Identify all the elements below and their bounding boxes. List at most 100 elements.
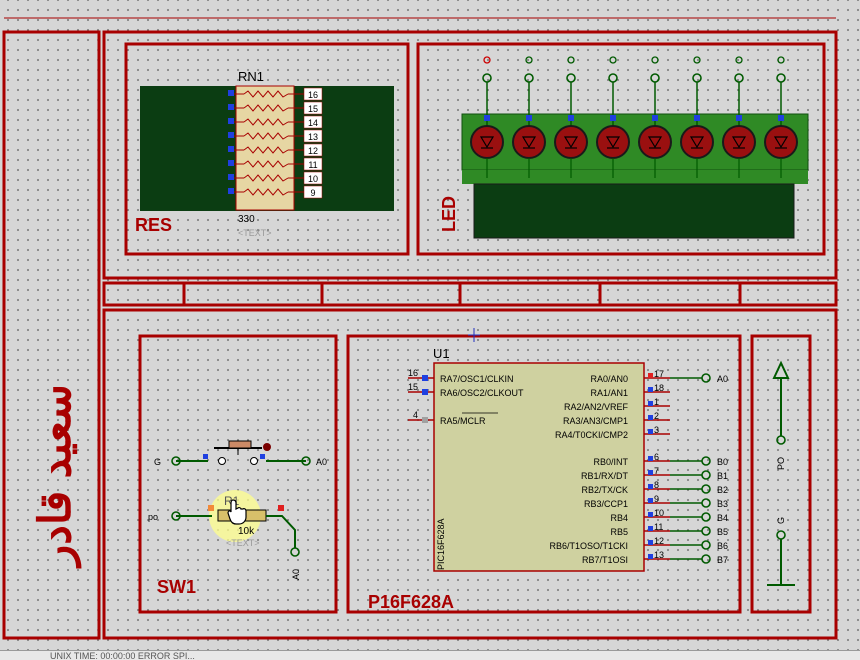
led-top-terminal[interactable]: [693, 56, 701, 64]
led-top-terminal[interactable]: [735, 56, 743, 64]
rn-left-pin[interactable]: [228, 90, 234, 96]
mcu-net-terminal[interactable]: [701, 554, 711, 564]
rn-left-pin[interactable]: [228, 160, 234, 166]
mcu-left-pin-marker[interactable]: [422, 389, 428, 395]
rn-left-pin[interactable]: [228, 132, 234, 138]
led-top-terminal[interactable]: [483, 56, 491, 64]
pot-terminal-a0[interactable]: [290, 547, 300, 557]
mcu-net-label: B2: [717, 485, 728, 495]
mcu-left-pin-name: RA6/OSC2/CLKOUT: [440, 388, 524, 398]
led-terminal[interactable]: [776, 73, 786, 83]
led-top-terminal[interactable]: [567, 56, 575, 64]
mcu-right-pin-marker[interactable]: [648, 526, 653, 531]
mcu-right-pin-number: 3: [654, 425, 659, 435]
rn-left-pin[interactable]: [228, 146, 234, 152]
led-icon[interactable]: [722, 125, 756, 159]
rn-pin-number: 10: [308, 174, 318, 184]
mcu-right-pin-number: 13: [654, 550, 664, 560]
mcu-net-terminal[interactable]: [701, 373, 711, 383]
led-terminal[interactable]: [650, 73, 660, 83]
mcu-net-terminal[interactable]: [701, 498, 711, 508]
mcu-right-pin-marker[interactable]: [648, 498, 653, 503]
mcu-right-pin-marker[interactable]: [648, 484, 653, 489]
led-top-terminal[interactable]: [609, 56, 617, 64]
led-terminal[interactable]: [524, 73, 534, 83]
ground-terminal[interactable]: [776, 530, 786, 540]
rn-resistor: [243, 132, 289, 140]
power-panel[interactable]: PO G: [767, 360, 795, 586]
mcu-right-pin-name: RA2/AN2/VREF: [564, 402, 629, 412]
mcu-right-pin-marker[interactable]: [648, 456, 653, 461]
power-terminal[interactable]: [776, 435, 786, 445]
led-terminal[interactable]: [482, 73, 492, 83]
led-icon[interactable]: [470, 125, 504, 159]
mcu-net-terminal[interactable]: [701, 456, 711, 466]
mcu-right-pin-marker[interactable]: [648, 512, 653, 517]
led-icon[interactable]: [680, 125, 714, 159]
mcu-right-pin-name: RA3/AN3/CMP1: [563, 416, 628, 426]
led-icon[interactable]: [764, 125, 798, 159]
mcu-panel[interactable]: U1 PIC16F628A 16RA7/OSC1/CLKIN15RA6/OSC2…: [368, 328, 728, 612]
rn-pin-number: 15: [308, 104, 318, 114]
led-icon[interactable]: [512, 125, 546, 159]
mcu-left-pin-name: RA5/MCLR: [440, 416, 486, 426]
led-top-terminal[interactable]: [525, 56, 533, 64]
led-terminal[interactable]: [692, 73, 702, 83]
mcu-net-terminal[interactable]: [701, 526, 711, 536]
rn-left-pin[interactable]: [228, 118, 234, 124]
rn-left-pin[interactable]: [228, 174, 234, 180]
mcu-right-pin-marker[interactable]: [648, 387, 653, 392]
mcu-right-pin-marker[interactable]: [648, 540, 653, 545]
mcu-left-pin-marker[interactable]: [422, 375, 428, 381]
led-terminal[interactable]: [608, 73, 618, 83]
mcu-net-terminal[interactable]: [701, 484, 711, 494]
mcu-right-pin-marker[interactable]: [648, 415, 653, 420]
mcu-right-pin-marker[interactable]: [648, 401, 653, 406]
mcu-right-pin-marker[interactable]: [648, 554, 653, 559]
switch-panel[interactable]: G A0 po A0 R1 10k <TEXT> SW1: [148, 440, 327, 597]
rn-resistor: [243, 104, 289, 112]
mcu-right-pin-name: RA1/AN1: [590, 388, 628, 398]
mcu-net-terminal[interactable]: [701, 540, 711, 550]
led-icon[interactable]: [554, 125, 588, 159]
mcu-net-label: B3: [717, 499, 728, 509]
rn-left-pin[interactable]: [228, 188, 234, 194]
mcu-chip[interactable]: [433, 362, 645, 572]
mcu-right-pin-number: 8: [654, 480, 659, 490]
mcu-right-pin-name: RB1/RX/DT: [581, 471, 629, 481]
push-button[interactable]: [214, 440, 271, 465]
mcu-right-pin-number: 2: [654, 411, 659, 421]
mcu-right-pin-number: 12: [654, 536, 664, 546]
mcu-net-label: B5: [717, 527, 728, 537]
led-top-terminal[interactable]: [777, 56, 785, 64]
res-value: 330: [238, 214, 255, 225]
mcu-net-terminal[interactable]: [701, 512, 711, 522]
mcu-left-pin-name: RA7/OSC1/CLKIN: [440, 374, 514, 384]
rn-left-pin[interactable]: [228, 104, 234, 110]
mcu-right-pin-name: RB2/TX/CK: [581, 485, 628, 495]
led-panel[interactable]: LED: [439, 56, 809, 239]
mcu-left-pin-marker[interactable]: [422, 417, 428, 423]
led-terminal[interactable]: [734, 73, 744, 83]
mcu-net-terminal[interactable]: [701, 470, 711, 480]
led-icon[interactable]: [638, 125, 672, 159]
mcu-right-pin-marker[interactable]: [648, 429, 653, 434]
outer-frame: [2, 30, 838, 640]
mcu-left-pin-number: 16: [408, 368, 418, 378]
pot-terminal-po[interactable]: [171, 511, 181, 521]
led-terminal[interactable]: [566, 73, 576, 83]
led-top-terminal[interactable]: [651, 56, 659, 64]
mcu-right-pin-marker[interactable]: [648, 373, 653, 378]
rn-resistor: [243, 90, 289, 98]
sw-terminal-a0[interactable]: [301, 456, 311, 466]
led-icon[interactable]: [596, 125, 630, 159]
mcu-right-pin-marker[interactable]: [648, 470, 653, 475]
sw-terminal-g[interactable]: [171, 456, 181, 466]
power-label: PO: [776, 457, 786, 470]
pot-input-label: po: [148, 512, 158, 522]
mcu-right-pin-name: RA0/AN0: [590, 374, 628, 384]
